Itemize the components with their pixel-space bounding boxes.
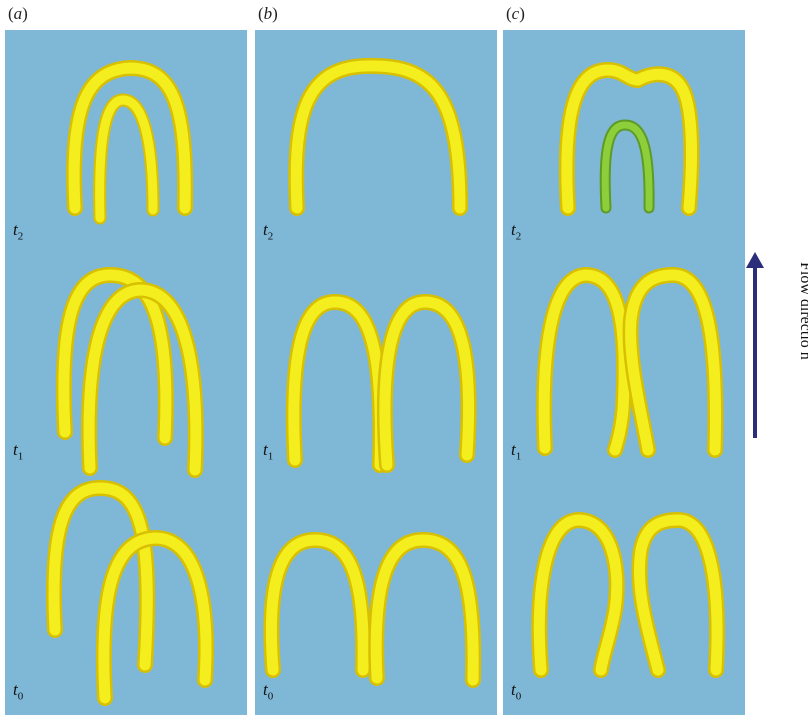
time-label-c-t1: t1 (511, 440, 521, 462)
time-label-a-t1: t1 (13, 440, 23, 462)
time-label-a-t2: t2 (13, 220, 23, 242)
time-label-b-t1: t1 (263, 440, 273, 462)
vortex-c-t2-outer (567, 70, 692, 208)
panel-c: t2 t1 t0 (503, 30, 745, 715)
time-label-b-t2: t2 (263, 220, 273, 242)
panel-label-a: (a) (8, 4, 28, 24)
time-label-c-t2: t2 (511, 220, 521, 242)
panel-b: t2 t1 t0 (255, 30, 497, 715)
time-label-a-t0: t0 (13, 680, 23, 702)
panel-label-c: (c) (506, 4, 525, 24)
time-label-b-t0: t0 (263, 680, 273, 702)
panel-label-b: (b) (258, 4, 278, 24)
flow-arrow-icon (740, 250, 800, 450)
time-label-c-t0: t0 (511, 680, 521, 702)
flow-direction-label: Flow directio n (796, 262, 808, 360)
panel-a: t2 t1 t0 (5, 30, 247, 715)
